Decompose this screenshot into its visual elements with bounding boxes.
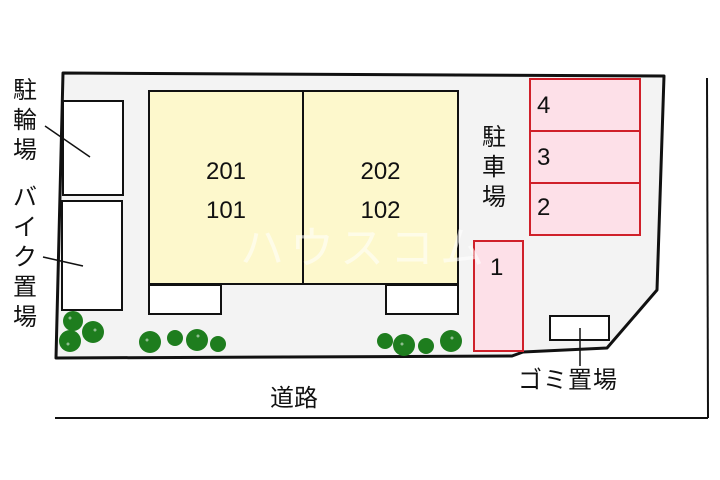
parking-space-1 [473,240,524,352]
parking-number-3: 3 [537,144,551,171]
tree-icon [377,333,393,349]
entrance-a [148,284,222,315]
parking-number-4: 4 [537,92,551,119]
tree-icon [393,334,415,356]
entrance-b [385,284,459,315]
road-label: 道路 [270,384,318,412]
tree-icon [63,311,83,331]
tree-icon [82,321,104,343]
unit-label-202: 202 [360,158,401,185]
parking-number-1: 1 [490,254,504,281]
building-b [302,90,459,285]
unit-label-102: 102 [360,197,401,224]
bike-parking-area [61,200,123,311]
bicycle-parking-label: 駐輪場 [13,76,37,164]
tree-icon [210,336,226,352]
tree-icon [139,331,161,353]
parking-space-2 [529,182,641,236]
unit-label-101: 101 [205,197,247,224]
tree-icon [59,330,81,352]
parking-space-3 [529,130,641,184]
building-a [148,90,304,285]
road-edge-right [706,77,709,419]
tree-icon [440,330,462,352]
watermark: ハウスコム [240,223,490,274]
parking-number-2: 2 [537,194,551,221]
trees [59,311,462,356]
bicycle-parking-leader [44,125,91,158]
car-parking-label: 駐車場 [482,123,506,211]
unit-label-201: 201 [205,158,247,185]
parking-space-4 [529,78,641,132]
tree-icon [167,330,183,346]
bicycle-parking-area [62,100,124,196]
bike-parking-label: バイク置場 [13,183,37,331]
tree-icon [186,329,208,351]
garbage-area-label: ゴミ置場 [518,366,618,394]
tree-icon [418,338,434,354]
bike-parking-leader [42,256,84,267]
